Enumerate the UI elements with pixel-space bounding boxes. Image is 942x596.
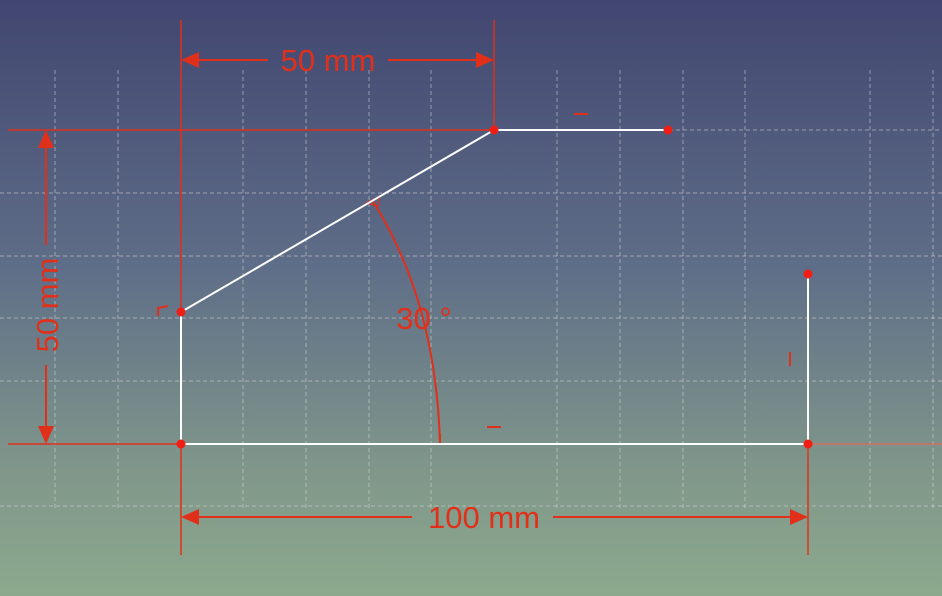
sketch-points	[176, 125, 813, 449]
sketch-point[interactable]	[489, 125, 499, 135]
coincident-constraint-icon	[157, 305, 169, 316]
sketch-point[interactable]	[803, 439, 813, 449]
dimension-left-height-label: 50 mm	[30, 258, 65, 353]
dimension-top-width[interactable]: 50 mm	[181, 43, 494, 78]
dimension-angle-label: 30 °	[396, 301, 452, 336]
sketch-point[interactable]	[803, 269, 813, 279]
sketch-grid	[0, 70, 942, 510]
sketch-geometry[interactable]	[180, 129, 809, 445]
dimension-left-height[interactable]: 50 mm	[30, 130, 65, 444]
line-diagonal[interactable]	[180, 129, 495, 313]
dimension-bottom-width-label: 100 mm	[428, 500, 540, 535]
dimension-top-width-label: 50 mm	[281, 43, 376, 78]
sketch-point[interactable]	[176, 439, 186, 449]
dimension-bottom-width[interactable]: 100 mm	[181, 500, 808, 535]
sketch-point[interactable]	[663, 125, 673, 135]
constraint-icons	[157, 113, 791, 428]
dimension-extension-lines	[8, 20, 809, 555]
dimension-angle[interactable]: 30 °	[364, 194, 452, 445]
sketch-point[interactable]	[176, 307, 186, 317]
